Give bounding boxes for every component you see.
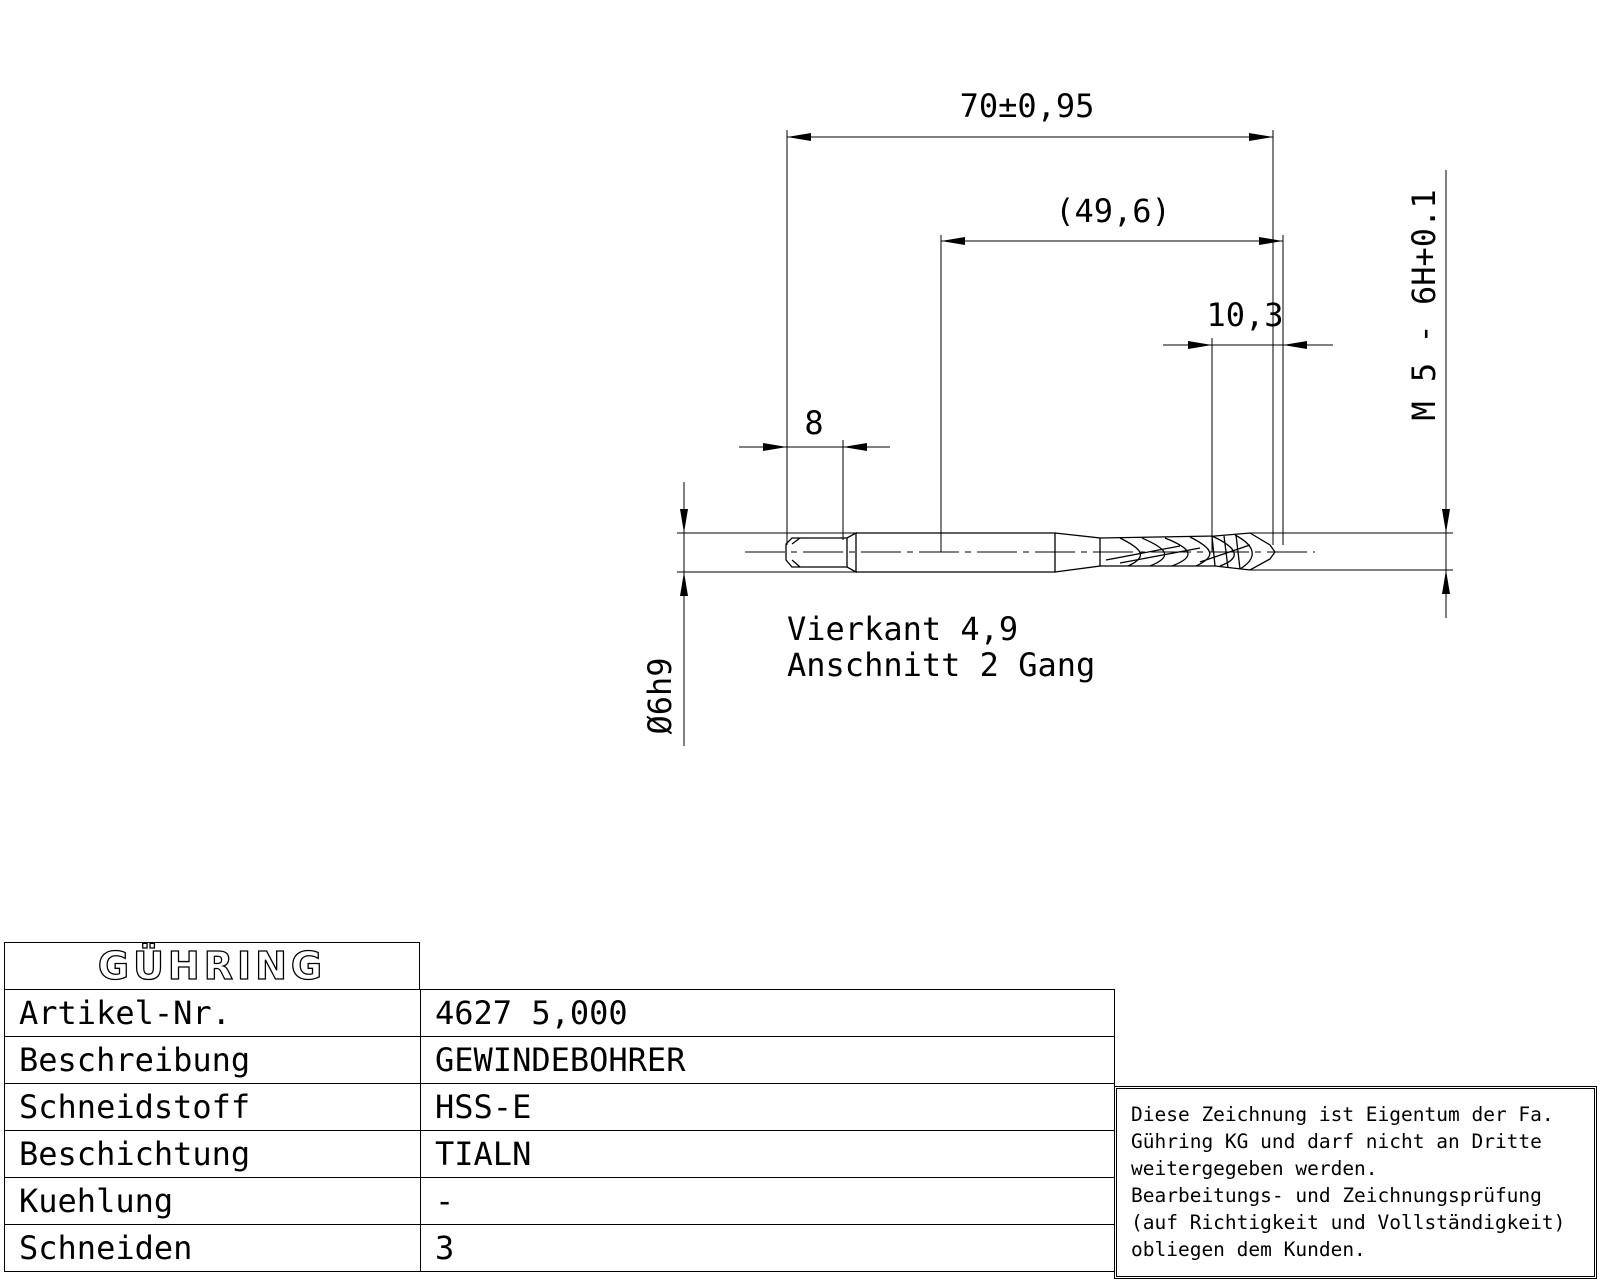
row-label: Schneiden — [4, 1224, 421, 1272]
row-label: Kuehlung — [4, 1177, 421, 1225]
dimension-texts: 70±0,95 (49,6) 10,3 8 M 5 - 6H+0.1 Ø6h9 … — [641, 87, 1443, 735]
row-label: Beschichtung — [4, 1130, 421, 1178]
row-value: TIALN — [420, 1130, 1115, 1178]
row-value: - — [420, 1177, 1115, 1225]
dim-flute-length: (49,6) — [1055, 192, 1171, 230]
table-row: Beschichtung TIALN — [4, 1130, 1115, 1178]
table-row: Kuehlung - — [4, 1177, 1115, 1225]
row-label: Artikel-Nr. — [4, 989, 421, 1037]
disclaimer-line: obliegen dem Kunden. — [1131, 1238, 1366, 1261]
title-block-table: Artikel-Nr. 4627 5,000 Beschreibung GEWI… — [4, 989, 1115, 1272]
row-label: Schneidstoff — [4, 1083, 421, 1131]
disclaimer-line: Diese Zeichnung ist Eigentum der Fa. — [1131, 1103, 1554, 1126]
dim-overall-length: 70±0,95 — [960, 87, 1095, 125]
table-row: Schneidstoff HSS-E — [4, 1083, 1115, 1131]
note-square: Vierkant 4,9 — [787, 610, 1018, 648]
table-row: Beschreibung GEWINDEBOHRER — [4, 1036, 1115, 1084]
disclaimer-line: (auf Richtigkeit und Vollständigkeit) — [1131, 1211, 1566, 1234]
row-value: GEWINDEBOHRER — [420, 1036, 1115, 1084]
guhring-logo: GÜHRING — [4, 942, 420, 990]
dimension-lines — [677, 130, 1453, 746]
tool-outline — [745, 531, 1315, 574]
disclaimer-line: weitergegeben werden. — [1131, 1157, 1378, 1180]
note-chamfer: Anschnitt 2 Gang — [787, 646, 1095, 684]
dim-shank-diameter: Ø6h9 — [641, 657, 679, 734]
row-value: 3 — [420, 1224, 1115, 1272]
row-label: Beschreibung — [4, 1036, 421, 1084]
table-row: Artikel-Nr. 4627 5,000 — [4, 989, 1115, 1037]
table-row: Schneiden 3 — [4, 1224, 1115, 1272]
ownership-disclaimer: Diese Zeichnung ist Eigentum der Fa. Gühr… — [1114, 1086, 1597, 1279]
row-value: HSS-E — [420, 1083, 1115, 1131]
dim-thread-spec: M 5 - 6H+0.1 — [1405, 189, 1443, 420]
dim-square-length: 8 — [804, 404, 823, 442]
row-value: 4627 5,000 — [420, 989, 1115, 1037]
disclaimer-line: Bearbeitungs- und Zeichnungsprüfung — [1131, 1184, 1542, 1207]
dim-thread-length: 10,3 — [1206, 296, 1283, 334]
disclaimer-line: Gühring KG und darf nicht an Dritte — [1131, 1130, 1542, 1153]
logo-text: GÜHRING — [97, 943, 327, 988]
